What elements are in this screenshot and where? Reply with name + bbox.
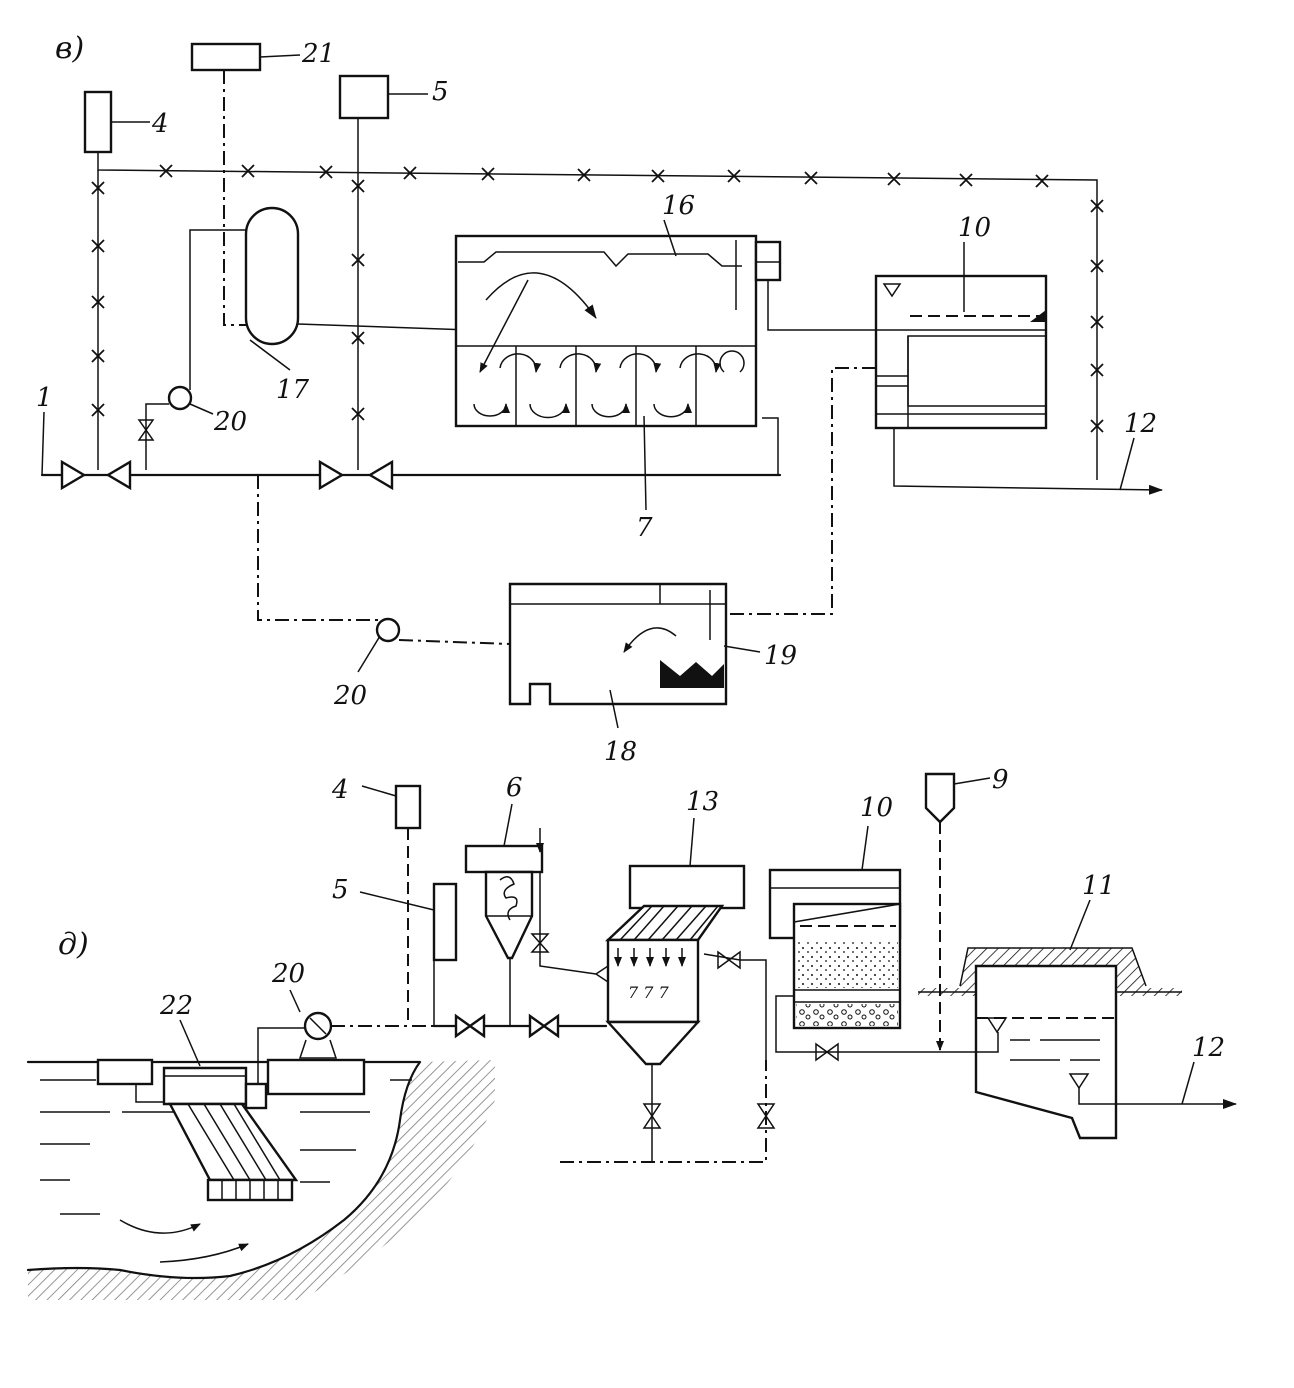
label-17: 17: [276, 375, 310, 405]
valve-2b: [367, 459, 394, 491]
label-12-v: 12: [1124, 409, 1157, 439]
label-11: 11: [1082, 871, 1115, 901]
device-5-d: [432, 882, 458, 962]
section-v: в) 4 21 5: [36, 31, 1163, 767]
device-4-d: [394, 784, 422, 830]
tank-17: [244, 206, 300, 346]
label-19: 19: [764, 641, 797, 671]
label-7: 7: [636, 513, 653, 543]
device-4-v: [83, 90, 113, 154]
valve-2a: [318, 459, 345, 491]
filter-10-d: [768, 868, 932, 1062]
valve-1a: [60, 459, 87, 491]
basin-7: [454, 234, 782, 428]
label-20-upper: 20: [213, 407, 247, 437]
label-18: 18: [604, 737, 637, 767]
label-16: 16: [662, 191, 695, 221]
sludge-tank-18: [508, 582, 728, 706]
clarifier-13: 7 7 7: [594, 864, 746, 1162]
mixer-6: [464, 828, 597, 1026]
label-13: 13: [686, 787, 719, 817]
label-22: 22: [159, 991, 193, 1021]
reagent-line: [97, 118, 1098, 480]
label-12-d: 12: [1192, 1033, 1225, 1063]
label-6: 6: [506, 773, 523, 803]
label-1: 1: [36, 383, 53, 413]
valve-d1: [454, 1013, 486, 1039]
device-5-v: [338, 74, 390, 120]
pump-20-lower: [375, 617, 401, 643]
water-lines: [40, 1079, 412, 1263]
label-20-lower: 20: [333, 681, 367, 711]
label-4-v: 4: [151, 109, 169, 139]
label-5-v: 5: [432, 77, 449, 107]
section-d: д): [26, 765, 1237, 1300]
label-21-v: 21: [301, 39, 335, 69]
filter-10-v: [874, 274, 1048, 430]
label-9: 9: [992, 765, 1009, 795]
cross-marks: [91, 164, 1104, 433]
chlorinator-9: [924, 772, 956, 824]
label-4-d: 4: [331, 775, 349, 805]
section-label-d: д): [58, 927, 89, 962]
label-20-d: 20: [271, 959, 305, 989]
intake-22: [96, 1027, 366, 1202]
label-10-v: 10: [958, 213, 991, 243]
pump-20-upper: [167, 385, 193, 411]
bank-hatch: [28, 1060, 495, 1300]
valve-1b: [105, 459, 132, 491]
label-5-d: 5: [332, 875, 349, 905]
valve-d2: [528, 1013, 560, 1039]
valve-upper: [137, 419, 155, 441]
section-label-v: в): [55, 31, 84, 66]
svg-text:7 7 7: 7 7 7: [628, 983, 670, 1002]
reservoir-11: [918, 947, 1237, 1140]
label-10-d: 10: [860, 793, 893, 823]
device-21-v: [190, 42, 262, 72]
